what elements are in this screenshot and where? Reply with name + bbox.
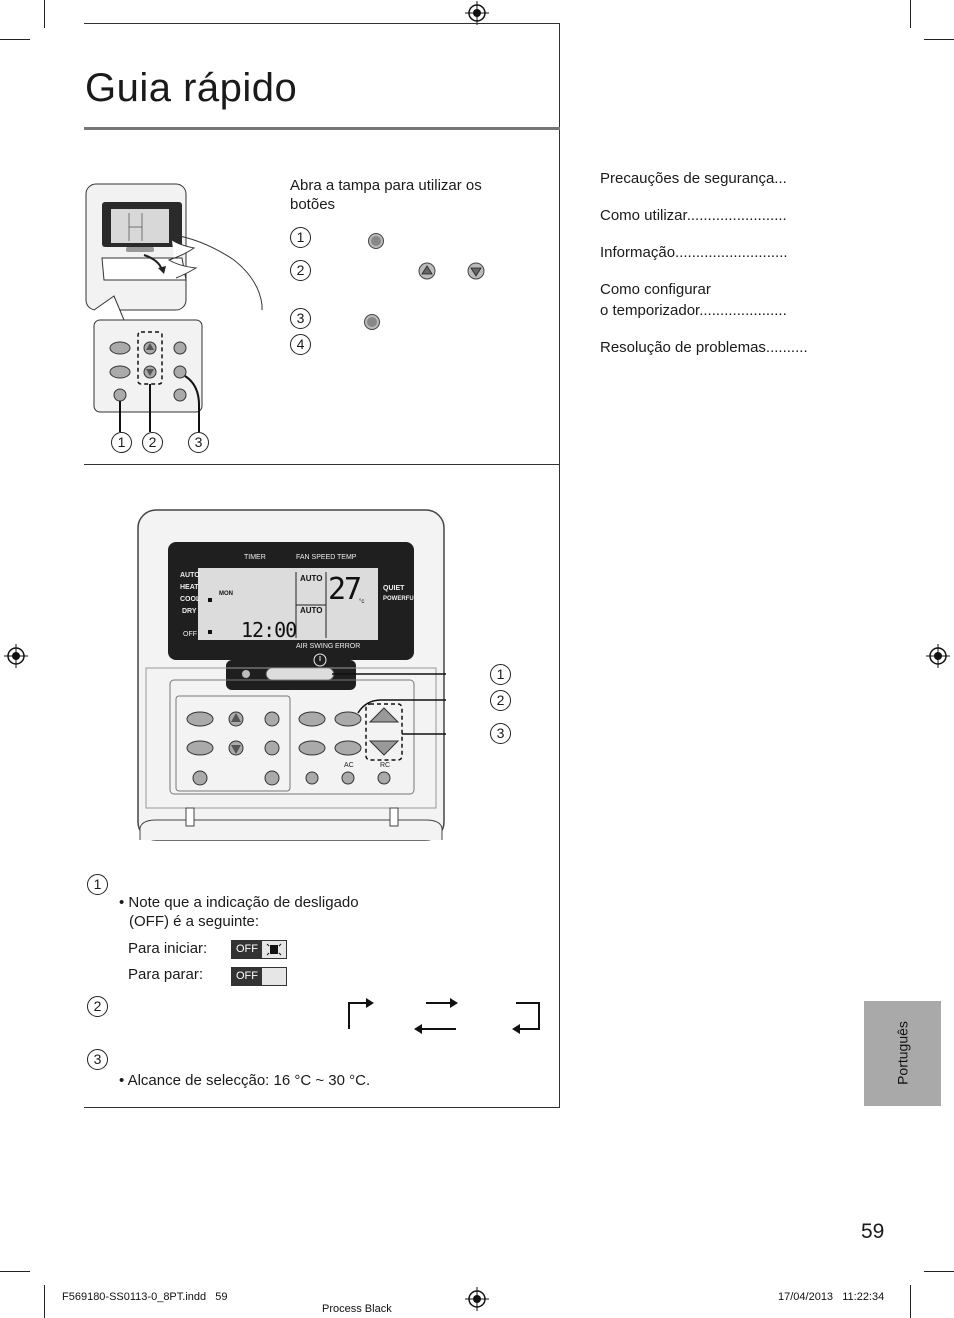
lcd-label-air-swing: AIR SWING [296, 643, 334, 650]
footer-process: Process Black [322, 1303, 392, 1315]
off-indicator-start: OFF [231, 940, 287, 959]
up-arrow-button-icon [418, 262, 436, 280]
section-divider [84, 464, 560, 465]
lcd-mode-off: OFF [183, 631, 197, 638]
remote-controller-illustration [137, 509, 446, 841]
key-label-ac: AC [344, 762, 354, 769]
page-title: Guia rápido [85, 66, 298, 110]
lcd-quiet: QUIET [383, 585, 405, 592]
step-number-1: 1 [290, 227, 311, 248]
lcd-fan-auto-bottom: AUTO [300, 606, 323, 615]
lcd-day-mon: MON [219, 591, 233, 597]
title-rule [84, 127, 560, 130]
footer-datetime: 17/04/2013 11:22:34 [778, 1291, 885, 1303]
remote-callout-1: 1 [490, 664, 511, 685]
lcd-mode-cool: COOL [180, 596, 201, 603]
key-label-rc: RC [380, 762, 391, 769]
off-indicator-label: OFF [232, 941, 262, 958]
blinking-square-icon [266, 943, 282, 956]
lcd-mode-auto: AUTO [180, 572, 200, 579]
lcd-temp-unit: °c [359, 599, 365, 605]
diagram-label-1: 1 [111, 432, 132, 453]
language-tab[interactable]: Português [864, 1001, 941, 1106]
down-arrow-button-icon [467, 262, 485, 280]
stop-label: Para parar: [128, 966, 204, 983]
note-number-3: 3 [87, 1049, 108, 1070]
toc-item-information[interactable]: Informação........................... [600, 244, 788, 261]
toc-item-timer-line2[interactable]: o temporizador..................... [600, 302, 787, 319]
page-number: 59 [861, 1220, 885, 1243]
lcd-temperature: 27 [328, 572, 362, 607]
toc-item-troubleshooting[interactable]: Resolução de problemas.......... [600, 339, 808, 356]
round-button-icon [368, 233, 384, 249]
frame-bottom-line [84, 1107, 560, 1108]
lcd-clock: 12:00 [241, 618, 297, 642]
note-off-line1: • Note que a indicação de desligado [119, 894, 359, 911]
mode-cycle-arrows-icon [348, 998, 540, 1034]
remote-open-cover-illustration [85, 183, 263, 432]
lcd-label-temp: TEMP [337, 554, 357, 561]
lcd-fan-auto-top: AUTO [300, 574, 323, 583]
registration-mark-bottom [465, 1287, 489, 1311]
footer-file-name: F569180-SS0113-0_8PT.indd 59 [62, 1291, 228, 1303]
lcd-label-timer: TIMER [244, 554, 266, 561]
note-number-2: 2 [87, 996, 108, 1017]
registration-mark-left [4, 644, 28, 668]
lcd-label-error: ERROR [335, 643, 361, 650]
temp-range-note: • Alcance de selecção: 16 °C ~ 30 °C. [119, 1072, 371, 1089]
frame-top-line [84, 23, 560, 24]
lcd-mode-heat: HEAT [180, 584, 199, 591]
diagram-label-2: 2 [142, 432, 163, 453]
step-number-4: 4 [290, 334, 311, 355]
lcd-label-fan-speed: FAN SPEED [296, 554, 336, 561]
registration-mark-right [926, 644, 950, 668]
note-number-1: 1 [87, 874, 108, 895]
lcd-powerful: POWERFUL [383, 596, 418, 602]
toc-item-how-to-use[interactable]: Como utilizar........................ [600, 207, 787, 224]
off-indicator-stop: OFF [231, 967, 287, 986]
diagram-label-3: 3 [188, 432, 209, 453]
lcd-mode-dry: DRY [182, 608, 197, 615]
remote-callout-2: 2 [490, 690, 511, 711]
start-label: Para iniciar: [128, 940, 208, 957]
frame-right-line [559, 23, 560, 1108]
step-number-3: 3 [290, 308, 311, 329]
step-number-2: 2 [290, 260, 311, 281]
registration-mark-top [465, 1, 489, 25]
power-icon [313, 653, 327, 667]
open-cover-instruction: Abra a tampa para utilizar os botões [290, 177, 482, 213]
toc-item-timer-line1[interactable]: Como configurar [600, 281, 711, 298]
off-indicator-label: OFF [232, 968, 262, 985]
note-off-line2: (OFF) é a seguinte: [129, 913, 260, 930]
language-tab-label: Português [894, 1021, 911, 1085]
round-button-icon [364, 314, 380, 330]
toc-item-safety[interactable]: Precauções de segurança... [600, 170, 787, 187]
remote-callout-3: 3 [490, 723, 511, 744]
